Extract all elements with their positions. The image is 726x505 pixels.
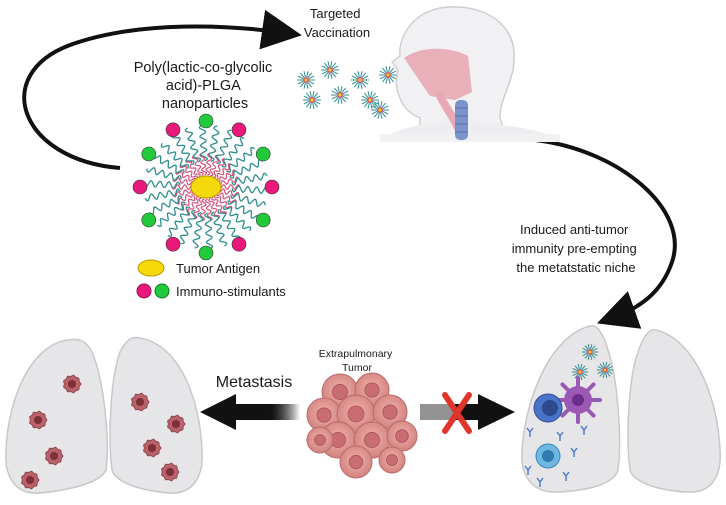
cycle-arrow-to-vaccination [22, 9, 302, 170]
head-airway-illustration [380, 6, 560, 142]
lung-metastases [21, 374, 186, 490]
immuno-stimulant [264, 179, 280, 195]
nanoparticle-title: Poly(lactic-co-glycolic acid)-PLGA nanop… [134, 60, 277, 112]
legend-antigen-swatch [137, 259, 165, 277]
immuno-stimulant [198, 245, 214, 261]
immuno-stimulant [255, 212, 271, 228]
plga-nanoparticle [132, 113, 280, 261]
vaccination-label: Targeted Vaccination [304, 6, 370, 40]
immuno-stimulant [198, 113, 214, 129]
immunity-label: Induced anti-tumor immunity pre-empting … [512, 222, 641, 275]
immuno-stimulant [255, 146, 271, 162]
cycle-arrow-to-lungs [534, 138, 677, 329]
legend-tumor-antigen: Tumor Antigen [176, 261, 260, 276]
legend-magenta-swatch [136, 283, 152, 299]
block-x-mark [442, 392, 472, 434]
immuno-stimulant [141, 146, 157, 162]
tumor-label: Extrapulmonary Tumor [319, 348, 395, 374]
left-lung-left-lobe [5, 338, 108, 494]
metastatic-lungs [5, 336, 203, 494]
metastasis-label: Metastasis [216, 374, 292, 391]
immuno-stimulant [231, 236, 247, 252]
immune-cells [524, 343, 614, 487]
legend-immuno-stimulants: Immuno-stimulants [176, 284, 286, 299]
immuno-stimulant [165, 236, 181, 252]
immuno-stimulant [132, 179, 148, 195]
blocked-arrow [420, 394, 515, 430]
antigen-core [190, 175, 222, 199]
immuno-stimulant [141, 212, 157, 228]
left-lung-right-lobe [109, 336, 203, 494]
legend-green-swatch [154, 283, 170, 299]
extrapulmonary-tumor [306, 372, 418, 479]
inhaled-nanoparticles [297, 61, 397, 119]
immuno-stimulant [165, 122, 181, 138]
right-lung-right-lobe [627, 329, 721, 493]
immuno-stimulant [231, 122, 247, 138]
